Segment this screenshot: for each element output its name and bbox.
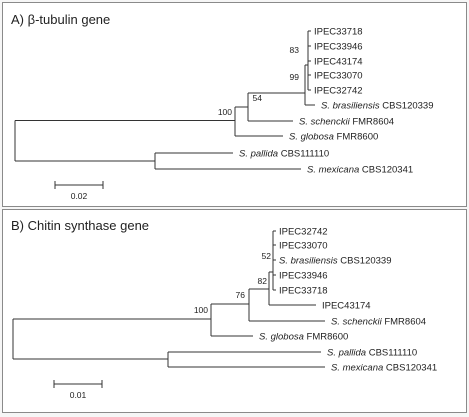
species-name: S. mexicana	[331, 363, 383, 374]
species-name: S. brasiliensis	[279, 256, 338, 267]
taxon-label: S. pallida CBS111110	[327, 348, 417, 359]
species-name: S. pallida	[327, 348, 366, 359]
strain-code: CBS111110	[366, 348, 417, 359]
bootstrap-value: 54	[253, 93, 263, 103]
taxon-label: IPEC33070	[279, 241, 328, 252]
strain-code: FMR8600	[334, 132, 378, 143]
species-name: S. schenckii	[299, 117, 351, 128]
panel-title: A) β-tubulin gene	[11, 12, 110, 27]
taxon-label: IPEC33070	[314, 71, 363, 82]
panel-title: B) Chitin synthase gene	[11, 218, 149, 233]
strain-code: FMR8604	[382, 317, 426, 328]
taxon-label: IPEC32742	[314, 86, 363, 97]
species-name: S. pallida	[239, 149, 278, 160]
strain-code: CBS120341	[383, 363, 437, 374]
taxon-label: S. schenckii FMR8604	[331, 317, 426, 328]
bootstrap-value: 100	[218, 107, 232, 117]
bootstrap-value: 83	[290, 45, 300, 55]
taxon-label: S. globosa FMR8600	[259, 332, 348, 343]
taxon-label: S. brasiliensis CBS120339	[279, 256, 391, 267]
taxon-label: IPEC43174	[322, 301, 371, 312]
species-name: S. globosa	[289, 132, 334, 143]
strain-code: FMR8604	[350, 117, 394, 128]
species-name: S. schenckii	[331, 317, 383, 328]
bootstrap-value: 100	[194, 305, 208, 315]
taxon-label: S. mexicana CBS120341	[331, 363, 437, 374]
taxon-label: S. globosa FMR8600	[289, 132, 378, 143]
scale-bar-label: 0.01	[70, 390, 87, 400]
tree-beta-tubulin: A) β-tubulin geneIPEC33718IPEC33946IPEC4…	[11, 12, 433, 201]
taxon-label: S. schenckii FMR8604	[299, 117, 394, 128]
taxon-label: S. brasiliensis CBS120339	[321, 101, 433, 112]
taxon-label: IPEC33946	[279, 271, 328, 282]
taxon-label: S. mexicana CBS120341	[307, 165, 413, 176]
strain-code: CBS111110	[278, 149, 329, 160]
scale-bar-label: 0.02	[71, 191, 88, 201]
taxon-label: IPEC33718	[314, 27, 363, 38]
taxon-label: S. pallida CBS111110	[239, 149, 329, 160]
strain-code: CBS120339	[338, 256, 392, 267]
taxon-label: IPEC33718	[279, 286, 328, 297]
species-name: S. mexicana	[307, 165, 359, 176]
strain-code: CBS120341	[359, 165, 413, 176]
taxon-label: IPEC33946	[314, 42, 363, 53]
bootstrap-value: 82	[258, 276, 268, 286]
bootstrap-value: 52	[262, 251, 272, 261]
strain-code: FMR8600	[304, 332, 348, 343]
species-name: S. globosa	[259, 332, 304, 343]
bootstrap-value: 99	[290, 72, 300, 82]
strain-code: CBS120339	[380, 101, 434, 112]
taxon-label: IPEC43174	[314, 57, 363, 68]
taxon-label: IPEC32742	[279, 227, 328, 238]
species-name: S. brasiliensis	[321, 101, 380, 112]
bootstrap-value: 76	[236, 290, 246, 300]
